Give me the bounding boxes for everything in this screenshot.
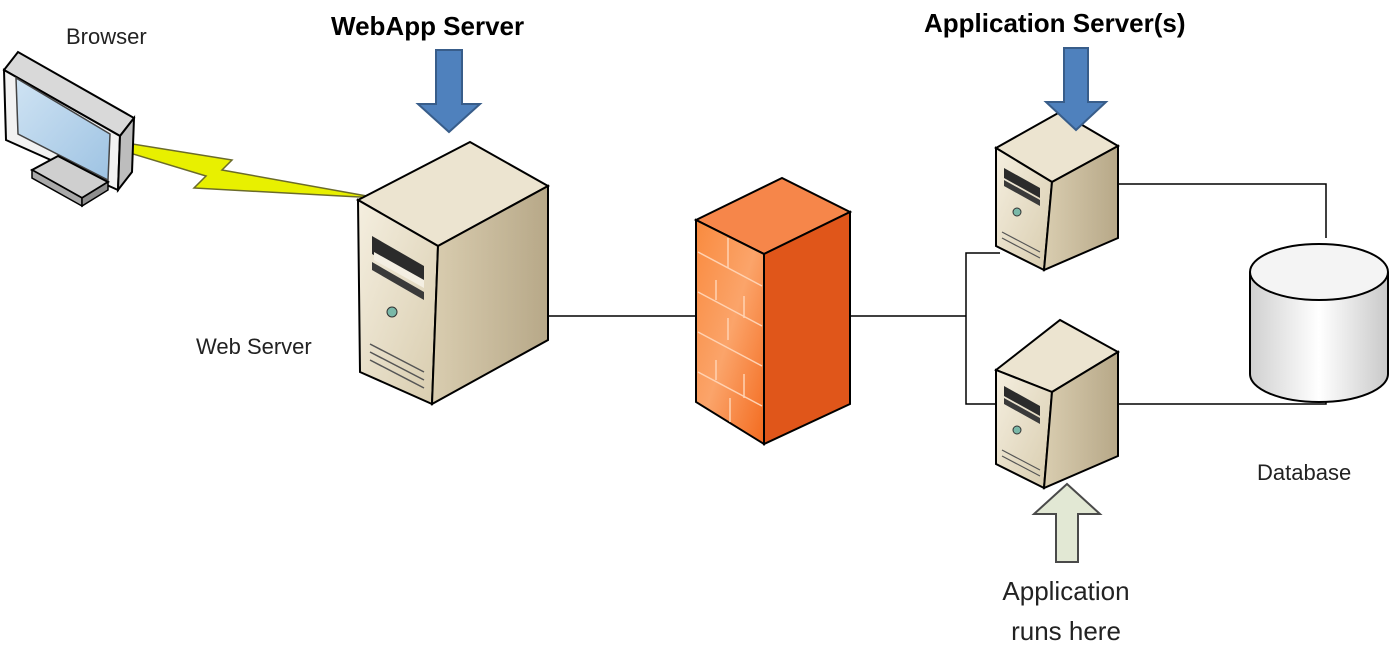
branch-bottom-link xyxy=(965,316,1000,405)
app-runs-here-arrow-icon xyxy=(1031,482,1103,563)
application-servers-label: Application Server(s) xyxy=(924,8,1186,38)
connection-lines xyxy=(548,183,1327,405)
app-server-2 xyxy=(994,318,1120,490)
app-server-1 xyxy=(994,110,1121,272)
lightning-bolt-icon xyxy=(119,141,379,199)
app-runs-here-line1: Application xyxy=(1002,576,1129,606)
database-label: Database xyxy=(1257,460,1351,485)
database-icon xyxy=(1249,243,1389,403)
appserver1-db-link xyxy=(1118,183,1327,238)
tower-server-icon xyxy=(355,140,551,406)
web-server-label: Web Server xyxy=(196,334,312,359)
monitor-icon xyxy=(2,50,136,208)
webapp-server-label: WebApp Server xyxy=(331,11,524,41)
app-runs-here-line2: runs here xyxy=(1011,616,1121,646)
branch-top-link xyxy=(965,252,1000,316)
browser-label: Browser xyxy=(66,24,147,49)
webapp-server-arrow-icon xyxy=(415,49,483,134)
app-server-arrow-icon xyxy=(1043,47,1109,132)
firewall-icon xyxy=(693,176,853,446)
